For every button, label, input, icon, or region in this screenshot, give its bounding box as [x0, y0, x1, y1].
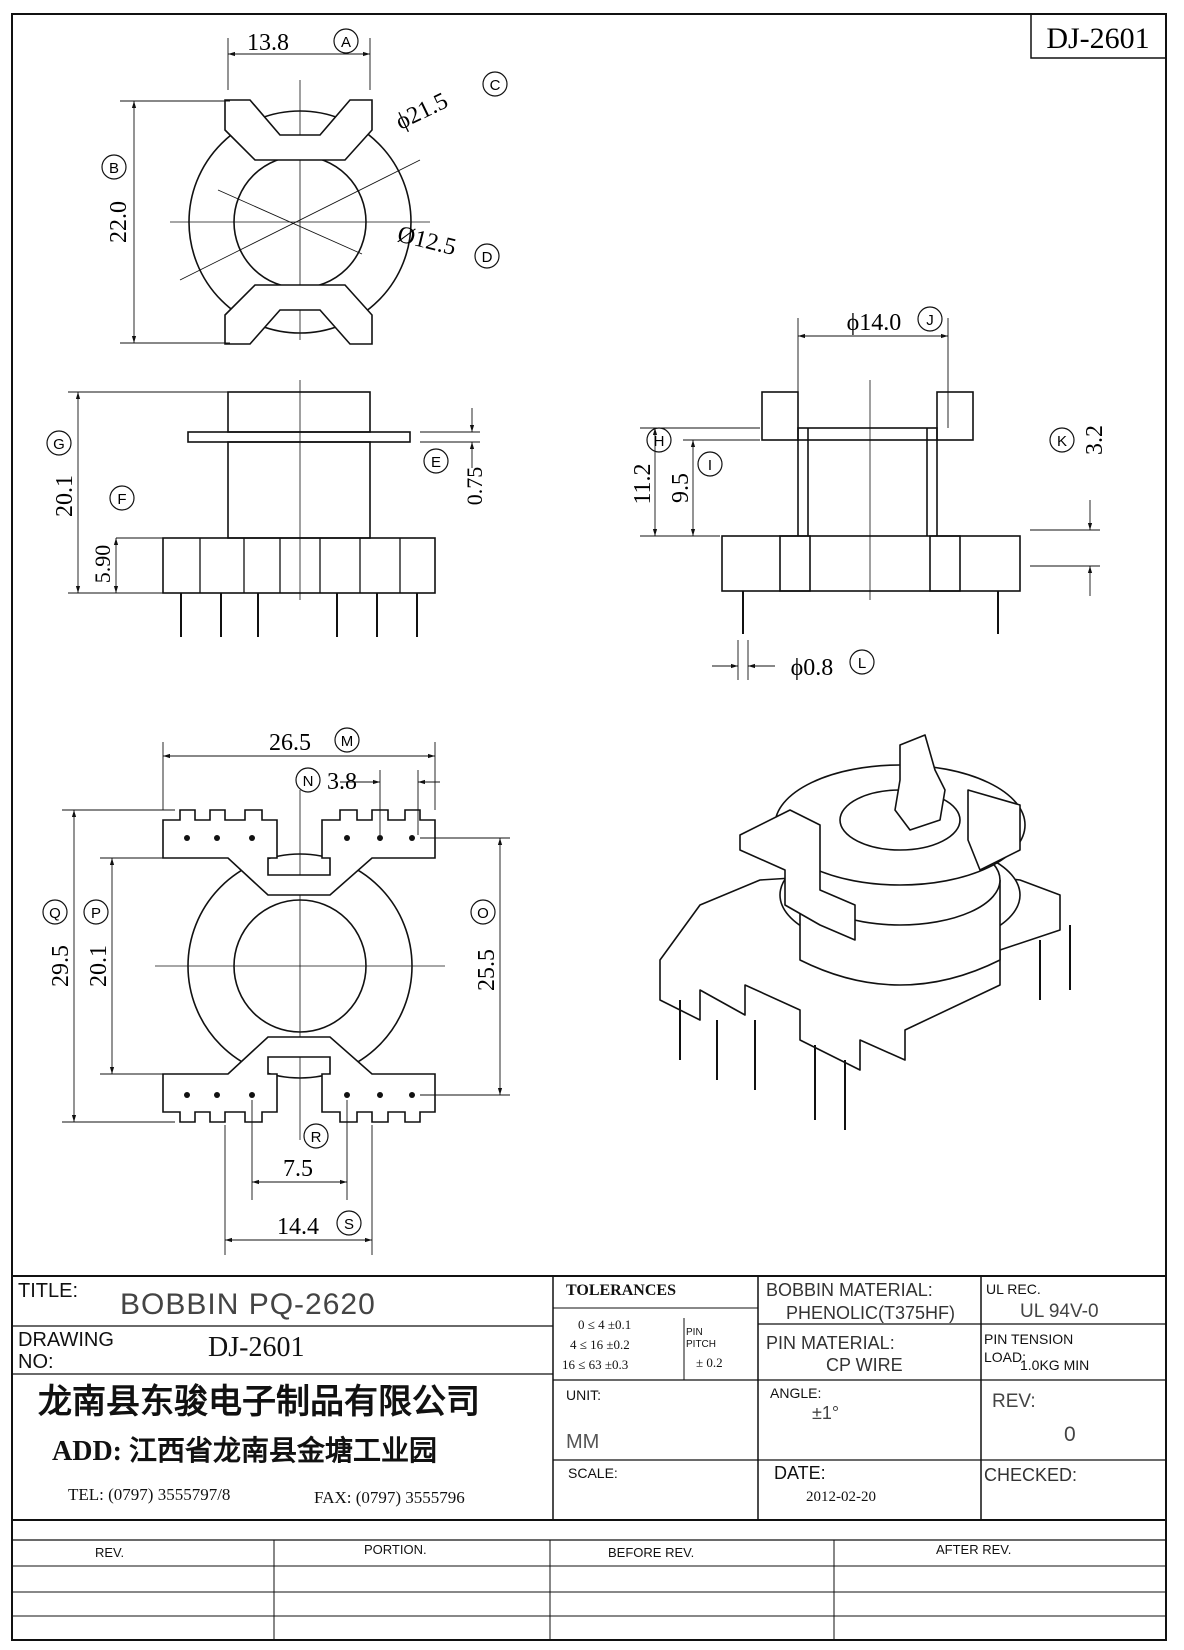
- angle-value: ±1°: [812, 1403, 840, 1423]
- dim-e-label: E: [431, 454, 441, 471]
- dim-i-value: 9.5: [668, 473, 694, 503]
- company-fax: FAX: (0797) 3555796: [314, 1488, 465, 1507]
- dim-c-label: C: [490, 77, 501, 94]
- pin-pitch-label-1: PIN: [686, 1327, 703, 1338]
- isometric-view: [659, 734, 1071, 1130]
- tolerance-row-2: 4 ≤ 16 ±0.2: [570, 1337, 630, 1352]
- dim-h-value: 11.2: [630, 463, 656, 504]
- dim-k-value: 3.2: [1082, 425, 1108, 455]
- title-value: BOBBIN PQ-2620: [120, 1288, 376, 1321]
- dim-q-label: Q: [49, 905, 61, 922]
- dim-l-value: ϕ0.8: [791, 655, 834, 681]
- dim-s-label: S: [344, 1216, 354, 1233]
- dim-f-label: F: [117, 491, 126, 508]
- dim-d-value: Ø12.5: [395, 221, 459, 261]
- dim-s-value: 14.4: [277, 1214, 319, 1240]
- dim-b-label: B: [109, 160, 119, 177]
- front-view: [162, 380, 436, 637]
- dim-g: [68, 391, 480, 594]
- ul-rec-label: UL REC.: [986, 1281, 1041, 1297]
- dim-f-value: 5.90: [90, 545, 115, 584]
- pin-material-label: PIN MATERIAL:: [766, 1333, 895, 1353]
- dim-j-value: ϕ14.0: [847, 310, 902, 336]
- pin-pitch-label-2: PITCH: [686, 1339, 716, 1350]
- company-tel: TEL: (0797) 3555797/8: [68, 1485, 231, 1504]
- dim-j-label: J: [926, 312, 934, 329]
- drawing-no-label-1: DRAWING: [18, 1329, 114, 1351]
- drawing-no-value: DJ-2601: [208, 1332, 305, 1363]
- side-view: [721, 380, 1021, 634]
- unit-value: MM: [566, 1431, 600, 1453]
- ul-rec-value: UL 94V-0: [1020, 1301, 1099, 1322]
- rev-label: REV:: [992, 1391, 1036, 1412]
- rev-col-header: REV.: [95, 1545, 125, 1560]
- dim-i-label: I: [708, 457, 712, 474]
- dim-a: [227, 38, 371, 90]
- dim-a-value: 13.8: [247, 30, 289, 56]
- angle-label: ANGLE:: [770, 1385, 822, 1401]
- dim-g-label: G: [53, 436, 65, 453]
- dim-b: [120, 100, 230, 344]
- company-name: 龙南县东骏电子制品有限公司: [38, 1384, 480, 1421]
- dim-a-label: A: [341, 34, 351, 51]
- after-rev-col-header: AFTER REV.: [936, 1542, 1012, 1557]
- before-rev-col-header: BEFORE REV.: [608, 1545, 695, 1560]
- dim-m-label: M: [341, 733, 354, 750]
- dim-n-value: 3.8: [327, 769, 357, 795]
- portion-col-header: PORTION.: [364, 1542, 427, 1557]
- sheet-border: [11, 13, 1167, 1641]
- dim-r-value: 7.5: [283, 1156, 313, 1182]
- drawing-no-label-2: NO:: [18, 1351, 54, 1373]
- date-label: DATE:: [774, 1463, 826, 1483]
- pin-pitch-value: ± 0.2: [696, 1355, 723, 1370]
- drawing-number-box: [1030, 13, 1167, 59]
- bobbin-material-value: PHENOLIC(T375HF): [786, 1303, 956, 1323]
- tolerance-row-3: 16 ≤ 63 ±0.3: [562, 1357, 629, 1372]
- dim-p-label: P: [91, 905, 101, 922]
- drawing-number-box-text: DJ-2601: [1046, 22, 1149, 55]
- dim-q-value: 29.5: [48, 945, 74, 987]
- top-view: [170, 80, 430, 345]
- title-label: TITLE:: [18, 1280, 79, 1302]
- dim-r-label: R: [311, 1129, 322, 1146]
- dim-p-value: 20.1: [86, 945, 112, 987]
- dim-b-value: 22.0: [106, 201, 132, 243]
- rev-value: 0: [1064, 1423, 1076, 1446]
- dim-g-value: 20.1: [52, 475, 78, 517]
- tolerances-label: TOLERANCES: [566, 1282, 676, 1299]
- dim-c-value: ϕ21.5: [392, 88, 453, 135]
- checked-label: CHECKED:: [984, 1465, 1078, 1485]
- dim-l-label: L: [858, 655, 866, 672]
- dim-o-label: O: [477, 905, 489, 922]
- company-address: ADD: 江西省龙南县金塘工业园: [52, 1436, 437, 1467]
- tolerance-row-1: 0 ≤ 4 ±0.1: [578, 1317, 632, 1332]
- dim-d-label: D: [482, 249, 493, 266]
- pin-tension-label-1: PIN TENSION: [984, 1331, 1074, 1347]
- date-value: 2012-02-20: [806, 1489, 876, 1505]
- pin-tension-value: 1.0KG MIN: [1020, 1357, 1090, 1373]
- dim-m-value: 26.5: [269, 730, 311, 756]
- dim-n-label: N: [303, 773, 314, 790]
- pin-material-value: CP WIRE: [826, 1355, 903, 1375]
- bobbin-material-label: BOBBIN MATERIAL:: [766, 1280, 933, 1300]
- scale-label: SCALE:: [568, 1465, 618, 1481]
- unit-label: UNIT:: [566, 1387, 601, 1403]
- dim-k-label: K: [1057, 433, 1067, 450]
- dim-bottom: [62, 742, 510, 1255]
- dim-o-value: 25.5: [474, 949, 500, 991]
- pin-tension-label-2: LOAD:: [984, 1349, 1027, 1365]
- title-block: [12, 1275, 1166, 1640]
- dim-e-value: 0.75: [462, 467, 487, 506]
- bottom-view: [155, 790, 445, 1140]
- dim-h-label: H: [654, 433, 665, 450]
